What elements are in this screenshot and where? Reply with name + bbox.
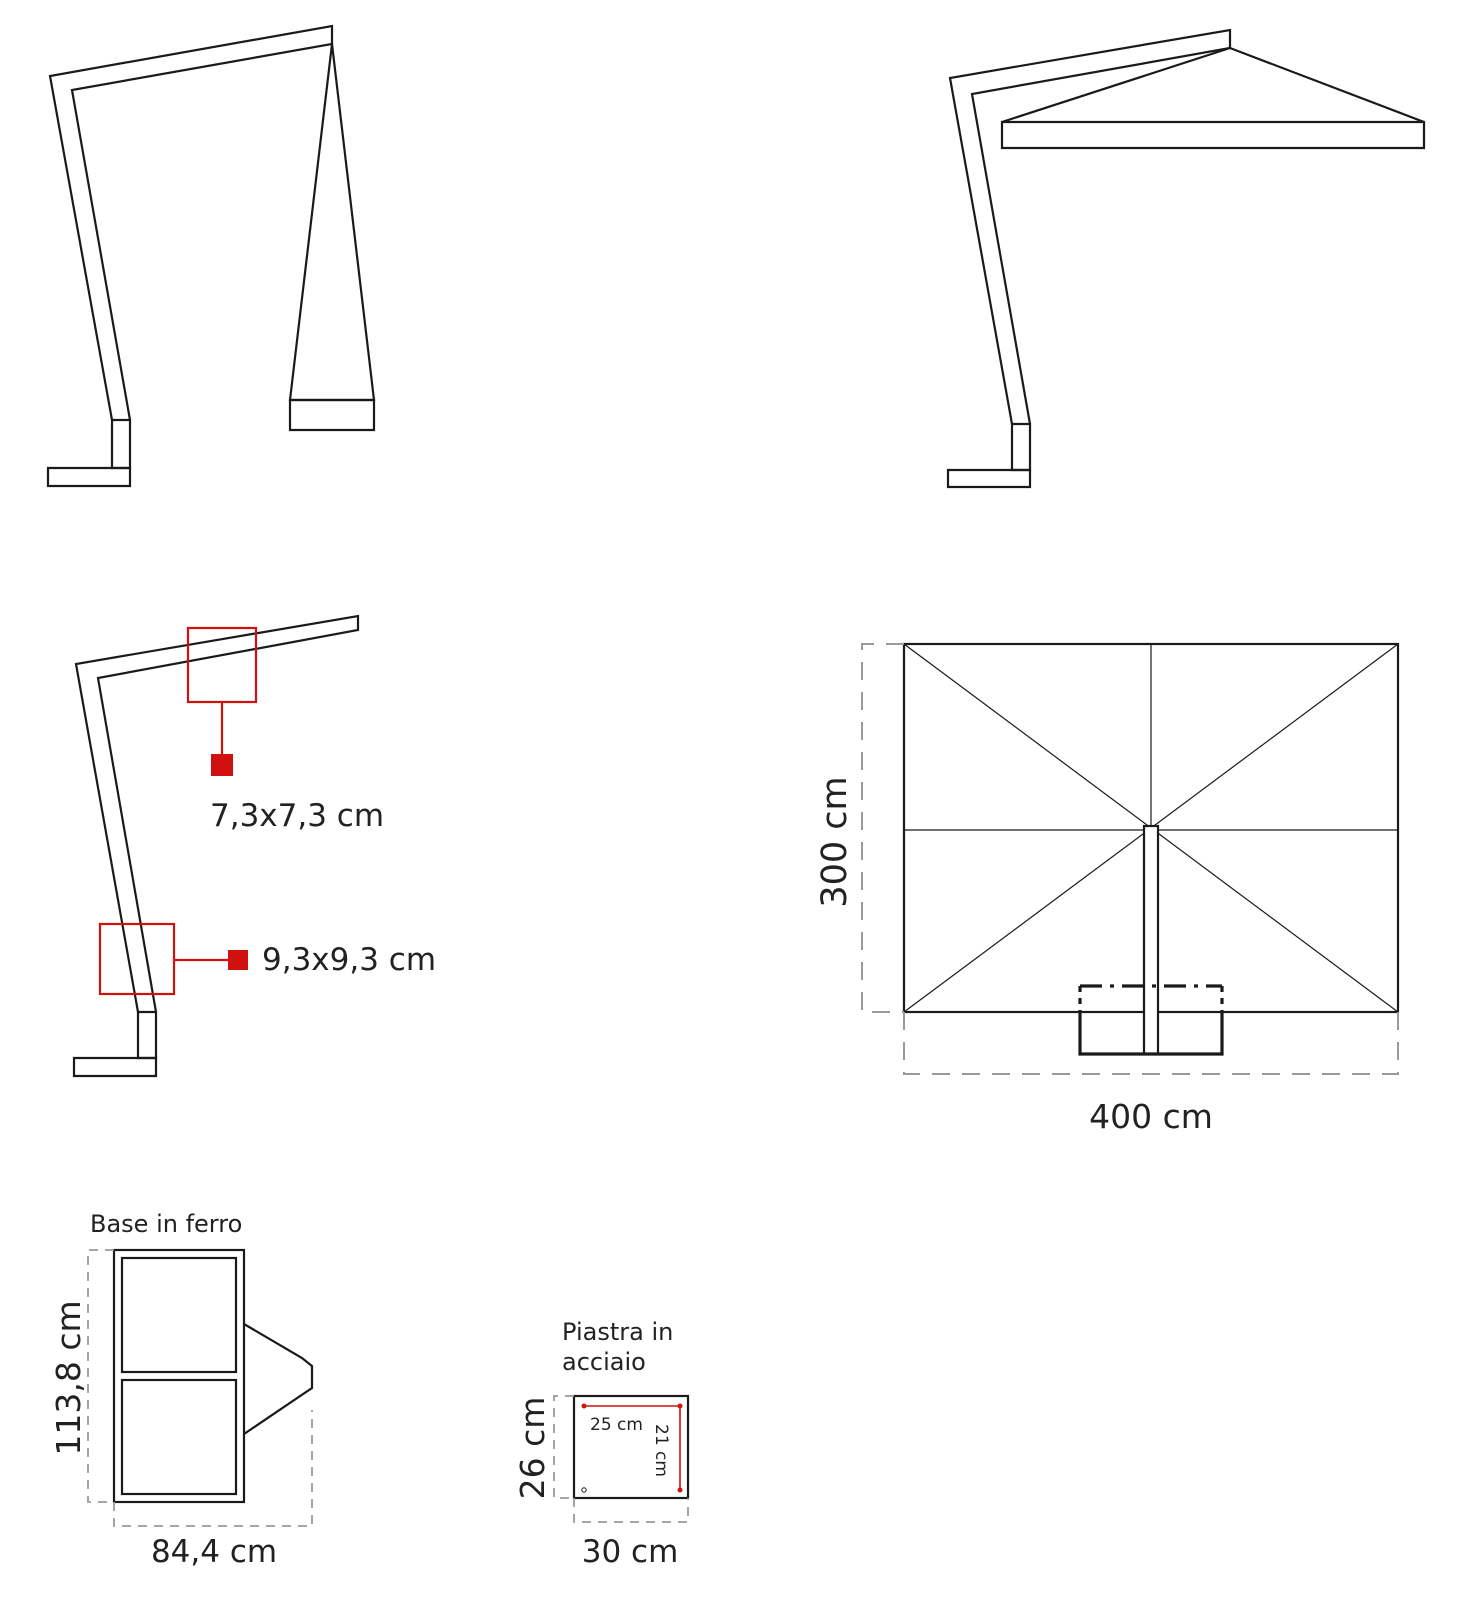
closed-umbrella-view	[46, 24, 376, 488]
canopy-top-view	[861, 642, 1400, 1075]
plate-inner-width-label: 25 cm	[590, 1415, 643, 1435]
height-dimension-line	[861, 643, 904, 1013]
plate-width-label: 30 cm	[582, 1534, 679, 1570]
frame-sections-view: 7,3x7,3 cm 9,3x9,3 cm	[72, 614, 436, 1078]
base-width-label: 84,4 cm	[151, 1534, 277, 1570]
plate-inner-height-label: 21 cm	[651, 1424, 671, 1477]
iron-base-view	[87, 1248, 314, 1527]
plate-height-label: 26 cm	[513, 1397, 552, 1500]
pole-section-label: 9,3x9,3 cm	[262, 942, 436, 978]
canopy-height-label: 300 cm	[815, 776, 855, 907]
width-dimension-line	[903, 1012, 1399, 1075]
steel-plate-view	[553, 1394, 690, 1523]
pole-section-callout	[98, 922, 248, 996]
base-height-label: 113,8 cm	[49, 1300, 88, 1455]
open-umbrella-view	[946, 28, 1426, 489]
plate-title-line1: Piastra in	[562, 1318, 673, 1346]
beam-section-label: 7,3x7,3 cm	[210, 798, 384, 834]
base-title: Base in ferro	[90, 1210, 242, 1238]
beam-section-callout	[186, 626, 258, 776]
canopy-width-label: 400 cm	[1089, 1097, 1213, 1136]
plate-title-line2: acciaio	[562, 1348, 646, 1376]
